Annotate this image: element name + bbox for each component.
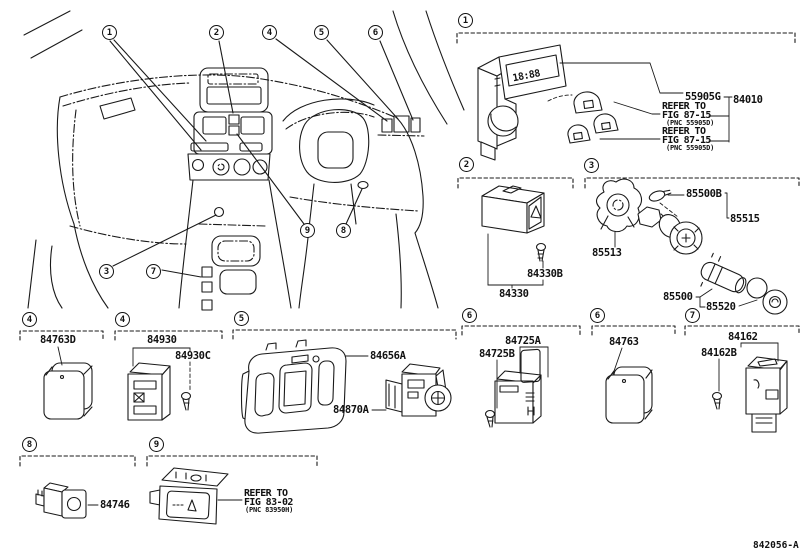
part-number-84870A: 84870A	[333, 404, 369, 416]
callout-dash-5: 5	[314, 25, 329, 40]
callout-section-4b: 4	[115, 312, 130, 327]
part-number-84763D: 84763D	[40, 334, 76, 346]
part-number-85520: 85520	[706, 301, 736, 313]
part-number-84010: 84010	[733, 94, 763, 106]
callout-section-4a: 4	[22, 312, 37, 327]
callout-dash-9: 9	[300, 223, 315, 238]
part-number-84763: 84763	[609, 336, 639, 348]
mirror-switch-84870A-drawing	[371, 363, 452, 417]
callout-number: 4	[266, 27, 273, 38]
callout-leader-lines	[109, 38, 414, 278]
callout-number: 6	[466, 310, 473, 321]
switch-84930-drawing	[127, 347, 192, 421]
callout-number: 6	[372, 27, 379, 38]
callout-dash-7: 7	[146, 264, 161, 279]
callout-section-6a: 6	[462, 308, 477, 323]
part-number-84930: 84930	[147, 334, 177, 346]
callout-number: 1	[106, 27, 113, 38]
callout-number: 4	[26, 314, 33, 325]
refer-note-3-line3: (PNC 83950H)	[245, 506, 294, 514]
section-brackets	[19, 32, 800, 467]
part-number-85513: 85513	[592, 247, 622, 259]
callout-number: 6	[594, 310, 601, 321]
part-number-84746: 84746	[100, 499, 130, 511]
clock-assembly-drawing: 18:88	[477, 44, 733, 161]
refer-note-3-line2: FIG 83-02	[244, 497, 293, 508]
part-number-84930C: 84930C	[175, 350, 211, 362]
part-number-84330: 84330	[499, 288, 529, 300]
callout-number: 1	[462, 15, 469, 26]
part-number-85500: 85500	[663, 291, 693, 303]
dashboard-illustration	[23, 10, 465, 311]
part-number-85515: 85515	[730, 213, 760, 225]
callout-dash-4: 4	[262, 25, 277, 40]
part-number-84725B: 84725B	[479, 348, 515, 360]
callout-number: 9	[304, 225, 311, 236]
figure-code: 842056-A	[753, 540, 799, 551]
callout-section-6b: 6	[590, 308, 605, 323]
part-number-84330B: 84330B	[527, 268, 563, 280]
refer-note-1-line1: REFER TO	[662, 101, 706, 112]
callout-section-7: 7	[685, 308, 700, 323]
refer-note-1-line2: FIG 87-15	[662, 110, 711, 121]
switch-84162-drawing	[711, 342, 788, 433]
part-number-84162: 84162	[728, 331, 758, 343]
callout-number: 3	[103, 266, 110, 277]
switch-84725A-drawing	[484, 346, 549, 428]
callout-number: 8	[26, 439, 33, 450]
part-number-84656A: 84656A	[370, 350, 406, 362]
callout-section-5: 5	[234, 311, 249, 326]
callout-section-2: 2	[459, 157, 474, 172]
refer-note-1-line3: (PNC 55905D)	[666, 119, 715, 127]
callout-number: 5	[238, 313, 245, 324]
blank-cover-84763D-drawing	[43, 346, 93, 420]
cigarette-lighter-drawing	[595, 178, 788, 315]
callout-number: 7	[150, 266, 157, 277]
callout-dash-1: 1	[102, 25, 117, 40]
callout-dash-8: 8	[336, 223, 351, 238]
callout-number: 3	[588, 160, 595, 171]
part-number-84162B: 84162B	[701, 347, 737, 359]
refer-note-2-line3: (PNC 55905D)	[666, 144, 715, 152]
callout-number: 7	[689, 310, 696, 321]
callout-number: 4	[119, 314, 126, 325]
refer-note-3-line1: REFER TO	[244, 488, 288, 499]
refer-note-2-line2: FIG 87-15	[662, 135, 711, 146]
callout-section-8: 8	[22, 437, 37, 452]
part-number-85500B: 85500B	[686, 188, 722, 200]
callout-section-9: 9	[149, 437, 164, 452]
callout-section-3: 3	[584, 158, 599, 173]
callout-dash-3: 3	[99, 264, 114, 279]
callout-dash-6: 6	[368, 25, 383, 40]
switch-refer-8302-drawing	[149, 467, 243, 525]
part-number-84725A: 84725A	[505, 335, 541, 347]
callout-number: 9	[153, 439, 160, 450]
callout-number: 5	[318, 27, 325, 38]
callout-number: 8	[340, 225, 347, 236]
part-number-55905G: 55905G	[685, 91, 721, 103]
callout-section-1: 1	[458, 13, 473, 28]
hazard-switch-drawing	[481, 185, 547, 289]
callout-dash-2: 2	[209, 25, 224, 40]
callout-number: 2	[213, 27, 220, 38]
switch-84746-drawing	[35, 482, 99, 519]
bezel-84656A-drawing	[240, 339, 369, 434]
callout-number: 2	[463, 159, 470, 170]
clock-display-text: 18:88	[512, 68, 542, 84]
refer-note-2-line1: REFER TO	[662, 126, 706, 137]
blank-cover-84763-drawing	[605, 347, 653, 424]
